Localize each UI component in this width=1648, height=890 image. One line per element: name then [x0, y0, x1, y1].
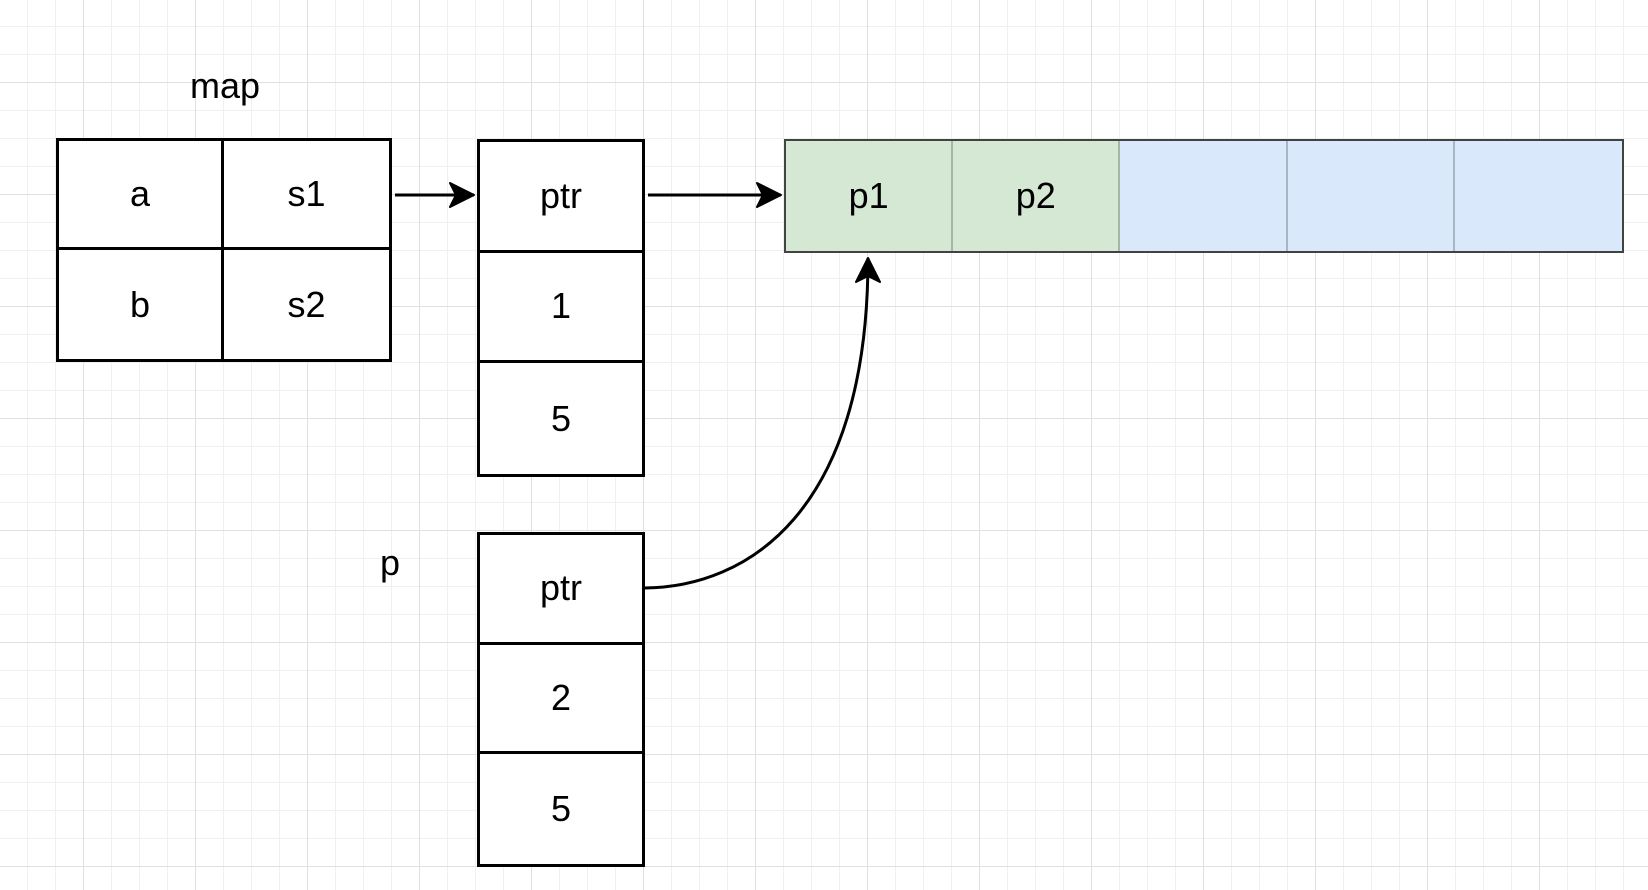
- map-cell-key-b[interactable]: b: [59, 250, 224, 359]
- p-struct-cap-text: 5: [550, 788, 572, 830]
- p-label[interactable]: p: [379, 542, 401, 583]
- map-cell-value-s1[interactable]: s1: [224, 141, 389, 250]
- map-cell-value-s2[interactable]: s2: [224, 250, 389, 359]
- map-cell-key-a-text: a: [129, 173, 151, 214]
- map-cell-key-a[interactable]: a: [59, 141, 224, 250]
- p-struct-len-field[interactable]: 2: [480, 645, 642, 755]
- p-struct-ptr-text: ptr: [539, 567, 582, 609]
- map-cell-value-s2-text: s2: [287, 283, 326, 325]
- s1-struct-cap-field[interactable]: 5: [480, 363, 642, 474]
- buffer-array-cell-p2-text: p2: [1015, 175, 1056, 216]
- s1-struct-ptr-field[interactable]: ptr: [480, 142, 642, 253]
- buffer-array-cell-p1-text: p1: [848, 175, 889, 216]
- map-cell-value-s1-text: s1: [287, 173, 326, 214]
- s1-struct-len-field[interactable]: 1: [480, 253, 642, 364]
- buffer-array-cell-p2[interactable]: p2: [953, 141, 1121, 251]
- buffer-array-cell-p1[interactable]: p1: [786, 141, 954, 251]
- buffer-array-cell-empty-2[interactable]: [1287, 141, 1455, 251]
- edge-p-ptr-to-array-curved-arrow[interactable]: [644, 257, 881, 590]
- s1-struct-len-text: 1: [550, 285, 572, 327]
- s1-struct-ptr-text: ptr: [539, 174, 582, 216]
- s1-struct[interactable]: ptr 1 5: [477, 139, 645, 477]
- map-label[interactable]: map: [189, 65, 261, 106]
- p-struct-cap-field[interactable]: 5: [480, 754, 642, 864]
- s1-struct-cap-text: 5: [550, 397, 572, 439]
- buffer-array[interactable]: p1 p2: [784, 139, 1624, 253]
- p-struct-ptr-field[interactable]: ptr: [480, 535, 642, 645]
- map-cell-key-b-text: b: [129, 283, 151, 325]
- buffer-array-cell-empty-3[interactable]: [1454, 141, 1622, 251]
- map-table[interactable]: a s1 b s2: [56, 138, 392, 362]
- p-struct-len-text: 2: [550, 676, 572, 718]
- p-struct[interactable]: ptr 2 5: [477, 532, 645, 867]
- buffer-array-cell-empty-1[interactable]: [1120, 141, 1288, 251]
